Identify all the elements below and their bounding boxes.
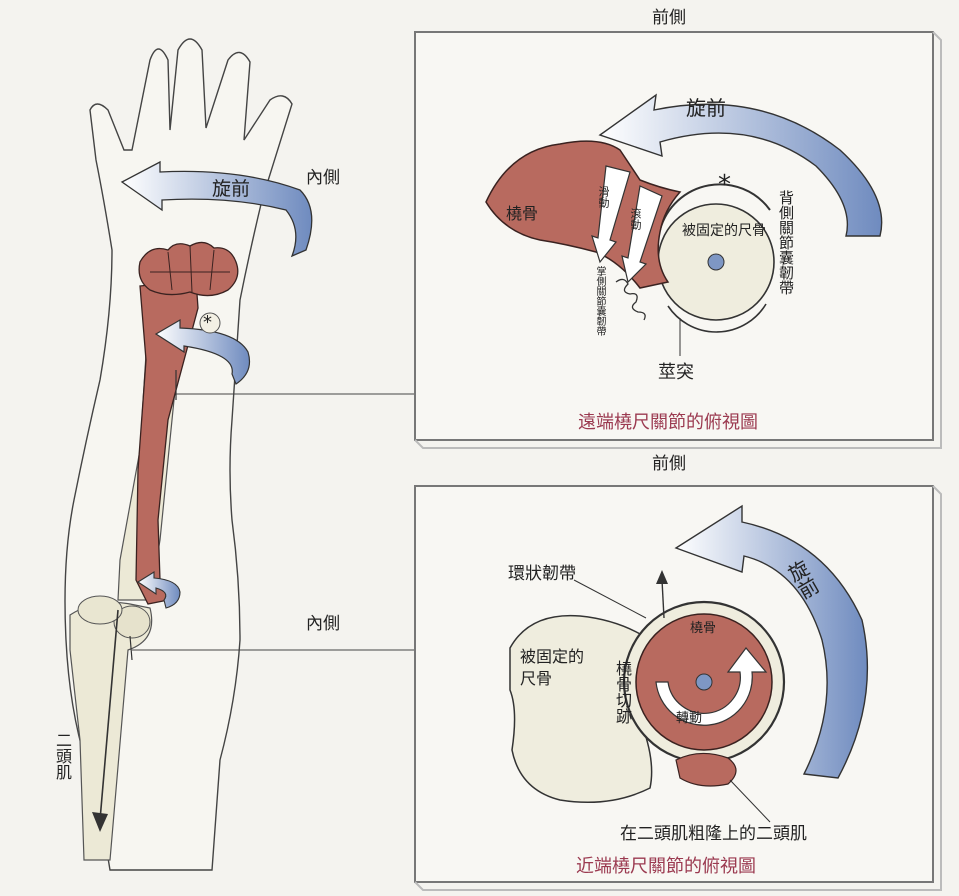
humerus-condyle bbox=[113, 605, 151, 639]
roll-arrow bbox=[621, 185, 663, 284]
proximal-joint-panel bbox=[414, 485, 942, 891]
elbow-rotation-arrow bbox=[136, 571, 181, 609]
up-arrow-line bbox=[661, 579, 665, 619]
palmar-ligament-label: 掌側關節囊韌帶 bbox=[594, 266, 605, 336]
forearm-medial-label: 內側 bbox=[306, 614, 340, 634]
hand-pronation-label: 旋前 bbox=[212, 178, 251, 200]
palmar-ligament-coil bbox=[615, 278, 646, 321]
top-pronation-arrow bbox=[598, 93, 883, 237]
biceps-pull-arrow bbox=[99, 609, 119, 821]
arm-illustration bbox=[64, 38, 313, 871]
slide-label: 滑動 bbox=[597, 186, 610, 208]
styloid-label: 莖突 bbox=[658, 362, 694, 383]
biceps-label: 二頭肌 bbox=[53, 732, 72, 780]
asterisk-marker-hand bbox=[199, 312, 221, 334]
ulna-bottom-view bbox=[509, 614, 653, 804]
bottom-pronation-arrow bbox=[674, 504, 869, 779]
biceps-arrow-head bbox=[92, 812, 108, 832]
carpal-bones bbox=[138, 241, 239, 297]
top-pronation-label: 旋前 bbox=[686, 96, 726, 120]
dorsal-ligament-label: 背側關節囊韌帶 bbox=[777, 190, 795, 295]
roll-label: 滾動 bbox=[629, 208, 642, 230]
up-arrow-head bbox=[656, 570, 668, 584]
biceps-tuberosity-label: 在二頭肌粗隆上的二頭肌 bbox=[620, 824, 807, 844]
bottom-caption: 近端橈尺關節的俯視圖 bbox=[576, 856, 756, 877]
spin-label: 轉動 bbox=[676, 711, 703, 726]
bottom-anterior-label: 前側 bbox=[652, 454, 686, 474]
annular-leader bbox=[573, 579, 647, 619]
ulna-head bbox=[77, 595, 123, 625]
top-caption: 遠端橈尺關節的俯視圖 bbox=[578, 412, 758, 433]
fixed-ulna-bottom-label: 被固定的尺骨 bbox=[520, 647, 585, 688]
spin-arrow bbox=[655, 647, 768, 726]
slide-arrow bbox=[591, 165, 631, 264]
tuberosity-leader bbox=[729, 779, 771, 823]
top-asterisk-label: * bbox=[718, 170, 731, 200]
radius-bottom-label: 橈骨 bbox=[690, 621, 717, 636]
top-anterior-label: 前側 bbox=[652, 8, 686, 28]
radius-axis-dot-bottom bbox=[695, 673, 713, 691]
hand-asterisk-label: * bbox=[203, 312, 212, 333]
biceps-tuberosity-shape bbox=[675, 752, 737, 787]
ulna-axis-dot-top bbox=[707, 253, 725, 271]
annular-ligament-label: 環狀韌帶 bbox=[508, 564, 576, 584]
radius-top-label: 橈骨 bbox=[506, 204, 539, 223]
fixed-ulna-top-label: 被固定的尺骨 bbox=[682, 223, 766, 239]
axis-line-forearm bbox=[129, 370, 177, 661]
distal-joint-panel bbox=[414, 31, 942, 449]
hand-pronation-arrow bbox=[120, 160, 313, 258]
hand-medial-label: 內側 bbox=[306, 168, 340, 188]
radial-notch-label: 橈骨切跡 bbox=[613, 660, 632, 724]
